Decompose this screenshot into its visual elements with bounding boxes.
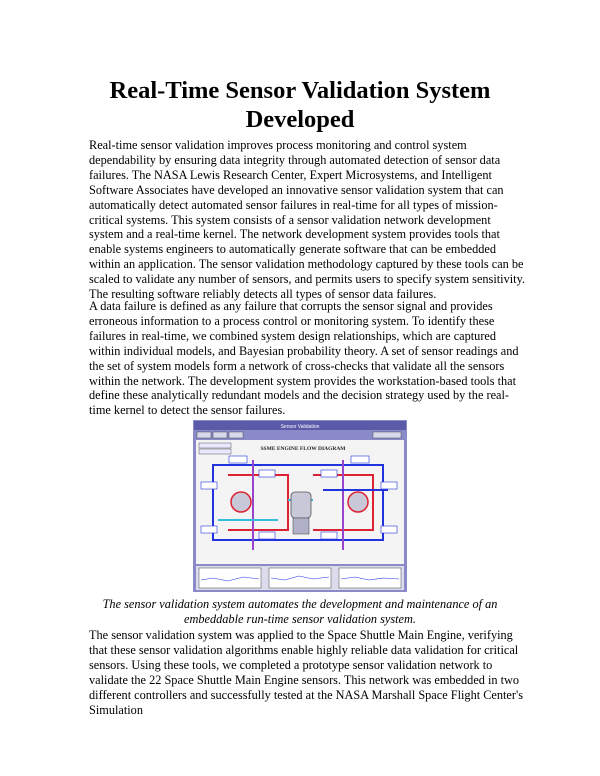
- pump-component: [347, 491, 369, 513]
- legend-box: [198, 448, 232, 455]
- paragraph-intro: Real-time sensor validation improves pro…: [89, 138, 525, 302]
- plot-pane: [198, 567, 262, 589]
- paragraph-ssme-application: The sensor validation system was applied…: [89, 628, 523, 717]
- pump-component: [230, 491, 252, 513]
- sensor-readouts: [200, 455, 398, 540]
- plot-pane: [338, 567, 402, 589]
- window-title: Sensor Validation: [281, 424, 320, 430]
- sensor-validation-screenshot-figure: Sensor Validation SSME ENGINE FLOW DIAGR…: [193, 420, 407, 592]
- window-title-bar: [194, 421, 406, 430]
- plot-pane: [268, 567, 332, 589]
- plot-trace: [340, 576, 400, 581]
- combustion-chamber: [290, 491, 312, 519]
- plot-trace: [200, 576, 260, 582]
- toolbar-button-run[interactable]: [212, 431, 228, 439]
- page-title: Real-Time Sensor Validation System Devel…: [109, 77, 491, 133]
- flow-pipes: [212, 460, 388, 550]
- toolbar-button-help[interactable]: [372, 431, 402, 439]
- nozzle: [292, 517, 310, 535]
- ssme-flow-diagram-icon: Sensor Validation SSME ENGINE FLOW DIAGR…: [193, 420, 407, 592]
- paragraph-data-failure: A data failure is defined as any failure…: [89, 299, 519, 418]
- figure-caption: The sensor validation system automates t…: [102, 597, 498, 626]
- plot-trace: [270, 575, 330, 581]
- diagram-title: SSME ENGINE FLOW DIAGRAM: [260, 446, 346, 452]
- toolbar-button-view[interactable]: [228, 431, 244, 439]
- toolbar-button-file[interactable]: [196, 431, 212, 439]
- legend-box: [198, 442, 232, 449]
